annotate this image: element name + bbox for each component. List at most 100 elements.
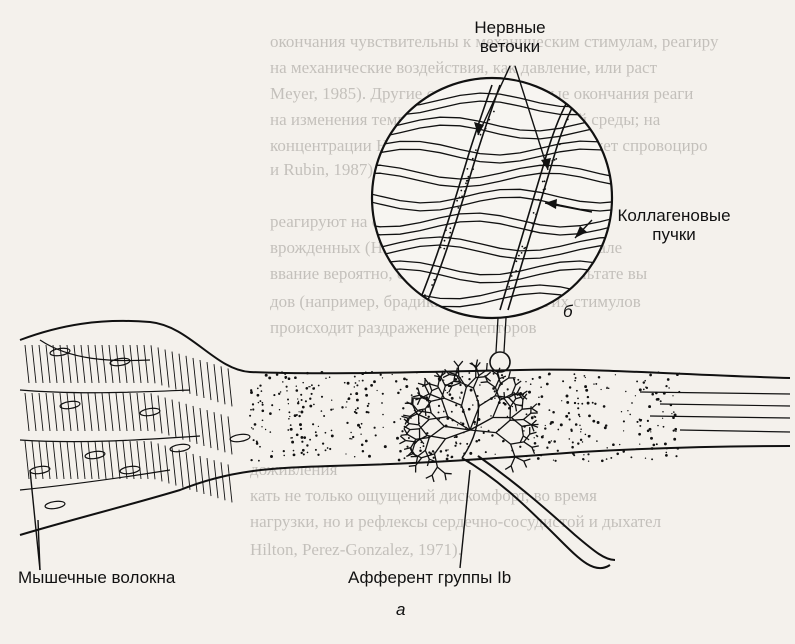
nerve-branch-segment xyxy=(424,384,430,395)
stipple-dot xyxy=(355,392,359,396)
stipple-dot xyxy=(506,415,509,418)
twig-stipple-dot xyxy=(467,175,470,178)
stipple-dot xyxy=(351,438,353,440)
stipple-dot xyxy=(672,429,675,432)
twig-stipple-dot xyxy=(515,270,517,272)
stipple-dot xyxy=(397,391,400,395)
nerve-branch-segment xyxy=(490,370,498,375)
stipple-dot xyxy=(360,443,364,447)
stipple-dot xyxy=(310,392,313,395)
striation-line xyxy=(199,407,205,447)
stipple-dot xyxy=(480,426,482,428)
stipple-dot xyxy=(445,457,449,461)
stipple-dot xyxy=(594,402,597,405)
striation-line xyxy=(24,392,30,432)
nerve-branch-segment xyxy=(440,385,446,400)
stipple-dot xyxy=(511,405,514,408)
nerve-branch-segment xyxy=(523,412,532,420)
background-text-line: происходит раздражение рецепторов xyxy=(270,318,537,337)
stipple-dot xyxy=(312,387,315,390)
stipple-dot xyxy=(399,418,402,420)
collagen-bundle-edge xyxy=(372,236,612,252)
stipple-dot xyxy=(259,400,262,403)
nerve-branch-segment xyxy=(495,432,512,445)
nerve-branch-segment xyxy=(444,384,453,387)
nerve-branch-segment xyxy=(511,393,522,396)
striation-line xyxy=(171,399,177,438)
stipple-dot xyxy=(443,379,445,381)
muscle-fiber-striations xyxy=(24,344,233,503)
stipple-dot xyxy=(519,445,522,448)
stipple-dot xyxy=(494,397,496,400)
stipple-dot xyxy=(625,390,627,393)
twig-stipple-dot xyxy=(515,260,518,263)
label-nerve-branches-line2: веточки xyxy=(479,37,541,56)
nerve-branch-segment xyxy=(418,409,424,416)
stipple-dot xyxy=(444,389,447,391)
magnified-nerve-twig xyxy=(427,84,501,301)
striation-line xyxy=(45,344,51,384)
stipple-dot xyxy=(405,385,409,388)
stipple-dot xyxy=(278,392,281,395)
stipple-dot xyxy=(278,409,281,411)
nerve-branch-segment xyxy=(437,386,445,399)
stipple-dot xyxy=(540,435,544,439)
stipple-dot xyxy=(600,388,602,391)
striation-line xyxy=(206,410,212,449)
stipple-dot xyxy=(454,377,458,381)
stipple-dot xyxy=(397,458,401,462)
nerve-branch-segment xyxy=(469,405,481,431)
stipple-dot xyxy=(353,386,356,388)
stipple-dot xyxy=(365,393,369,397)
nerve-branch-segment xyxy=(469,429,496,434)
stipple-dot xyxy=(288,411,291,414)
stipple-dot xyxy=(540,454,542,457)
nerve-branch-segment xyxy=(427,399,432,414)
stipple-dot xyxy=(605,458,608,460)
twig-stipple-dot xyxy=(466,179,469,182)
leader-arrowheads xyxy=(474,122,587,238)
stipple-dot xyxy=(261,401,264,404)
stipple-dot xyxy=(548,409,551,412)
stipple-dot xyxy=(565,394,569,398)
stipple-dot xyxy=(579,424,581,427)
striation-line xyxy=(66,440,72,480)
striation-line xyxy=(73,344,79,384)
stipple-dot xyxy=(282,449,285,453)
stipple-dot xyxy=(365,410,369,414)
stipple-dot xyxy=(606,387,608,390)
striation-line xyxy=(59,392,65,432)
striation-line xyxy=(143,440,149,480)
nerve-branch-segment xyxy=(419,394,429,401)
stipple-dot xyxy=(550,440,553,442)
stipple-dot xyxy=(313,403,315,406)
stipple-dot xyxy=(565,414,569,418)
stipple-dot xyxy=(330,434,334,438)
stipple-dot xyxy=(298,411,300,413)
stipple-dot xyxy=(570,429,573,433)
stipple-dot xyxy=(587,460,590,462)
striation-line xyxy=(192,405,198,444)
stipple-dot xyxy=(491,434,494,437)
stipple-dot xyxy=(666,378,670,381)
striation-line xyxy=(94,440,100,480)
nerve-branch-segment xyxy=(434,371,441,378)
nerve-branch-segment xyxy=(417,449,426,457)
stipple-dot xyxy=(356,384,359,387)
stipple-dot xyxy=(289,427,293,431)
nerve-branch-segment xyxy=(521,426,524,437)
striation-line xyxy=(136,440,142,480)
stipple-dot xyxy=(391,373,393,376)
stipple-dot xyxy=(638,432,641,436)
stipple-dot xyxy=(474,458,476,461)
stipple-dot xyxy=(639,443,641,445)
stipple-dot xyxy=(370,370,374,374)
stipple-dot xyxy=(370,384,373,387)
twig-stipple-dot xyxy=(510,275,513,277)
stipple-dot xyxy=(634,395,637,397)
nerve-branch-segment xyxy=(515,403,523,407)
nerve-branch-segment xyxy=(523,460,528,468)
nerve-branch-segment xyxy=(399,435,407,441)
stipple-dot xyxy=(269,412,272,415)
